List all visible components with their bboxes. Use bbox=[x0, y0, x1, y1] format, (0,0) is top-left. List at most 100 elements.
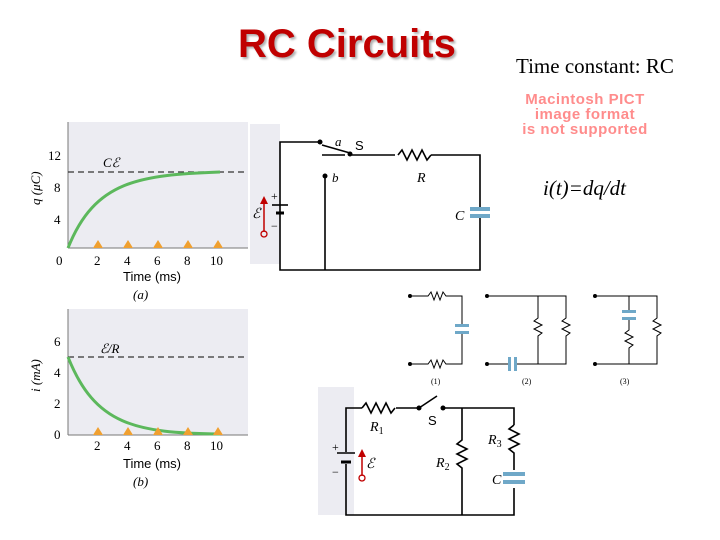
switch-terminal-a bbox=[317, 139, 323, 145]
graph-a-xtick-6: 6 bbox=[154, 253, 161, 268]
resistor-r2 bbox=[455, 408, 469, 515]
graph-b-xlabel: Time (ms) bbox=[123, 456, 181, 471]
circuit-1-capacitor bbox=[455, 324, 469, 327]
label-plus: + bbox=[271, 189, 278, 203]
graph-a-xtick-8: 8 bbox=[184, 253, 191, 268]
pict-line-1: Macintosh PICT bbox=[525, 91, 645, 108]
graph-a-ylabel: q (μC) bbox=[28, 171, 43, 205]
graph-a-marker bbox=[93, 240, 103, 248]
capacitor-c-plate bbox=[503, 472, 525, 476]
graph-current: ℰ/R 6 4 2 0 i (mA) 2 4 6 8 10 Time (ms) … bbox=[28, 309, 248, 489]
graph-b-xtick-8: 8 bbox=[184, 438, 191, 453]
small-circuit-label-3: (3) bbox=[620, 377, 630, 386]
graph-b-ytick-6: 6 bbox=[54, 334, 61, 349]
terminal-node bbox=[485, 294, 489, 298]
small-circuit-label-1: (1) bbox=[431, 377, 441, 386]
current-equation: i(t)=dq/dt bbox=[543, 176, 626, 200]
graph-a-caption: (a) bbox=[133, 287, 148, 302]
circuit-top-wire bbox=[450, 154, 481, 210]
switch-pivot bbox=[416, 405, 422, 411]
circuit-3-capacitor bbox=[622, 317, 636, 320]
unsupported-image-placeholder: Macintosh PICT image format is not suppo… bbox=[450, 92, 720, 137]
graph-b-xtick-6: 6 bbox=[154, 438, 161, 453]
resistor-r bbox=[397, 149, 432, 161]
switch-s-blade bbox=[321, 144, 351, 154]
small-circuits: (1) (2) (3) bbox=[408, 290, 663, 386]
circuit-bottom-wire bbox=[345, 407, 362, 452]
small-circuit-3: (3) bbox=[593, 294, 663, 386]
circuit-top-wire bbox=[279, 207, 481, 271]
graph-b-ytick-4: 4 bbox=[54, 365, 61, 380]
graph-a-marker bbox=[213, 240, 223, 248]
terminal-node bbox=[408, 294, 412, 298]
graph-a-marker bbox=[153, 240, 163, 248]
graph-b-marker bbox=[213, 427, 223, 435]
graph-a-marker bbox=[183, 240, 193, 248]
graph-a-ytick-8: 8 bbox=[54, 180, 61, 195]
label-emf: ℰ bbox=[366, 457, 376, 472]
label-r3: R3 bbox=[487, 433, 502, 450]
graph-b-panel bbox=[68, 309, 248, 435]
capacitor-c-plate bbox=[470, 207, 490, 211]
small-circuit-2: (2) bbox=[485, 294, 572, 386]
graph-b-xtick-10: 10 bbox=[210, 438, 223, 453]
graph-b-ytick-0: 0 bbox=[54, 427, 61, 442]
emf-arrowhead bbox=[358, 449, 366, 457]
graph-b-ytick-2: 2 bbox=[54, 396, 61, 411]
label-a: a bbox=[335, 134, 342, 149]
capacitor-c-plate bbox=[470, 214, 490, 218]
capacitor-c-plate bbox=[503, 480, 525, 484]
label-r2: R2 bbox=[435, 456, 450, 473]
label-b: b bbox=[332, 170, 339, 185]
pict-line-2: image format bbox=[534, 106, 636, 123]
circuit-3-resistor bbox=[623, 320, 635, 364]
circuit-top-panel bbox=[250, 124, 280, 264]
circuit-1-capacitor bbox=[455, 331, 469, 334]
circuit-bottom: + − ℰ R1 S R2 R3 C bbox=[318, 387, 525, 516]
circuit-2-resistor bbox=[532, 296, 544, 364]
graph-a-ytick-4: 4 bbox=[54, 212, 61, 227]
circuit-bottom-wire bbox=[345, 464, 515, 516]
label-s: S bbox=[428, 413, 437, 428]
switch-pivot bbox=[347, 151, 353, 157]
graph-charge: Cℰ 12 8 4 q (μC) 0 2 4 6 8 10 Time (ms) … bbox=[28, 122, 248, 302]
label-s: S bbox=[355, 138, 364, 153]
circuit-3-wire bbox=[597, 295, 663, 365]
graph-b-marker bbox=[183, 427, 193, 435]
graph-b-caption: (b) bbox=[133, 474, 148, 489]
terminal-node bbox=[485, 362, 489, 366]
resistor-r1 bbox=[361, 402, 396, 414]
emf-arrowhead bbox=[260, 196, 268, 204]
graph-b-xtick-4: 4 bbox=[124, 438, 131, 453]
graph-a-panel bbox=[68, 122, 248, 248]
circuit-2-capacitor bbox=[508, 357, 511, 371]
graph-b-marker bbox=[123, 427, 133, 435]
graph-b-ylabel: i (mA) bbox=[28, 359, 43, 392]
terminal-node bbox=[593, 294, 597, 298]
graph-b-marker bbox=[153, 427, 163, 435]
label-c: C bbox=[455, 209, 465, 224]
label-plus: + bbox=[332, 440, 339, 454]
graph-a-ytick-12: 12 bbox=[48, 148, 61, 163]
small-circuit-1: (1) bbox=[408, 290, 469, 386]
graph-a-marker bbox=[123, 240, 133, 248]
time-constant-text: Time constant: RC bbox=[516, 54, 674, 78]
terminal-node bbox=[408, 362, 412, 366]
graph-a-xtick-0: 0 bbox=[56, 253, 63, 268]
circuit-2-wire bbox=[489, 295, 572, 365]
graph-b-xtick-2: 2 bbox=[94, 438, 101, 453]
switch-s-blade bbox=[418, 395, 438, 409]
slide-title: RC Circuits bbox=[238, 22, 456, 66]
circuit-1-lower-wire bbox=[412, 333, 463, 370]
circuit-top: a b S R C ℰ + − bbox=[250, 124, 490, 271]
pict-line-3: is not supported bbox=[522, 121, 648, 138]
circuit-bottom-wire bbox=[443, 407, 515, 425]
graph-a-xtick-10: 10 bbox=[210, 253, 223, 268]
terminal-node bbox=[593, 362, 597, 366]
resistor-r3 bbox=[507, 424, 521, 470]
label-r: R bbox=[416, 171, 426, 186]
graph-a-xtick-4: 4 bbox=[124, 253, 131, 268]
switch-terminal-b bbox=[322, 173, 328, 179]
circuit-3-capacitor bbox=[622, 310, 636, 313]
graph-a-xtick-2: 2 bbox=[94, 253, 101, 268]
